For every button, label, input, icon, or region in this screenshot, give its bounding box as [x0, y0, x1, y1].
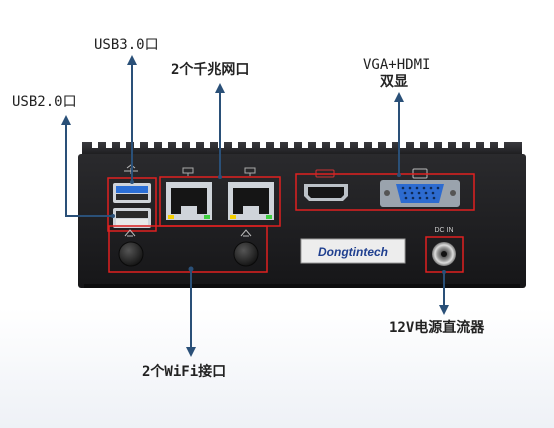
wifi-antenna-2 — [233, 241, 259, 267]
usb2-arrow — [61, 115, 113, 217]
usb3-arrow-dot — [130, 180, 134, 184]
brand-sticker: Dongtintech — [300, 238, 406, 264]
vga-hdmi-label: VGA+HDMI — [363, 57, 431, 73]
wifi-arrow-dot — [188, 266, 194, 272]
lan-arrow-dot — [218, 175, 222, 179]
power-label: 12V电源直流器 — [389, 320, 485, 336]
network-icon-1 — [182, 167, 194, 176]
usb3-port — [113, 183, 151, 203]
vga-port — [380, 180, 460, 207]
dual-display-label: 双显 — [380, 74, 408, 90]
wifi-highlight-box — [108, 225, 268, 273]
dc-in-text: DC IN — [434, 227, 453, 234]
network-icon-2 — [244, 167, 256, 176]
usb2-label: USB2.0口 — [12, 94, 77, 110]
antenna-icon-2 — [240, 229, 252, 237]
wifi-antenna-1 — [118, 241, 144, 267]
brand-text: Dongtintech — [318, 245, 388, 259]
power-arrow-dot — [442, 270, 446, 274]
chassis-base — [84, 284, 520, 288]
antenna-icon-1 — [124, 229, 136, 237]
usb2-arrow-dot — [111, 214, 115, 218]
lan-port-2 — [228, 182, 274, 220]
heatsink-fins — [82, 130, 522, 156]
lan-label: 2个千兆网口 — [171, 62, 250, 78]
lan-port-1 — [166, 182, 212, 220]
display-highlight-box — [295, 173, 475, 211]
dc-jack — [432, 242, 456, 266]
usb2-port — [113, 208, 151, 228]
display-arrow-dot — [397, 173, 401, 177]
usb3-label: USB3.0口 — [94, 37, 159, 53]
wifi-label: 2个WiFi接口 — [142, 364, 227, 380]
hdmi-port — [304, 184, 348, 201]
